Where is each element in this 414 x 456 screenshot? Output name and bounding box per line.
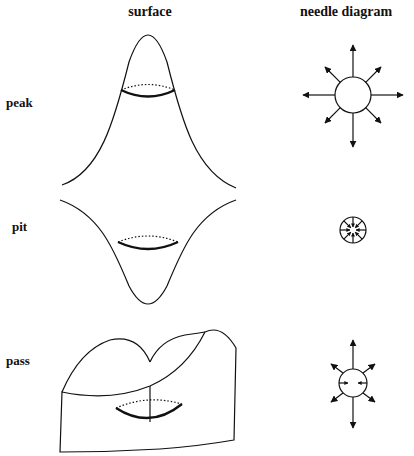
- column-heading: needle diagram: [300, 4, 392, 19]
- row-label: pit: [12, 220, 27, 234]
- peak-needles: [303, 45, 403, 147]
- column-heading: surface: [128, 4, 172, 19]
- pass-surface: [60, 330, 236, 452]
- row-label: peak: [6, 96, 33, 110]
- peak-surface: [62, 35, 236, 188]
- row-label: pass: [6, 354, 30, 368]
- pit-surface: [60, 200, 236, 304]
- pass-needles: [331, 340, 375, 428]
- pit-needles: [340, 217, 366, 243]
